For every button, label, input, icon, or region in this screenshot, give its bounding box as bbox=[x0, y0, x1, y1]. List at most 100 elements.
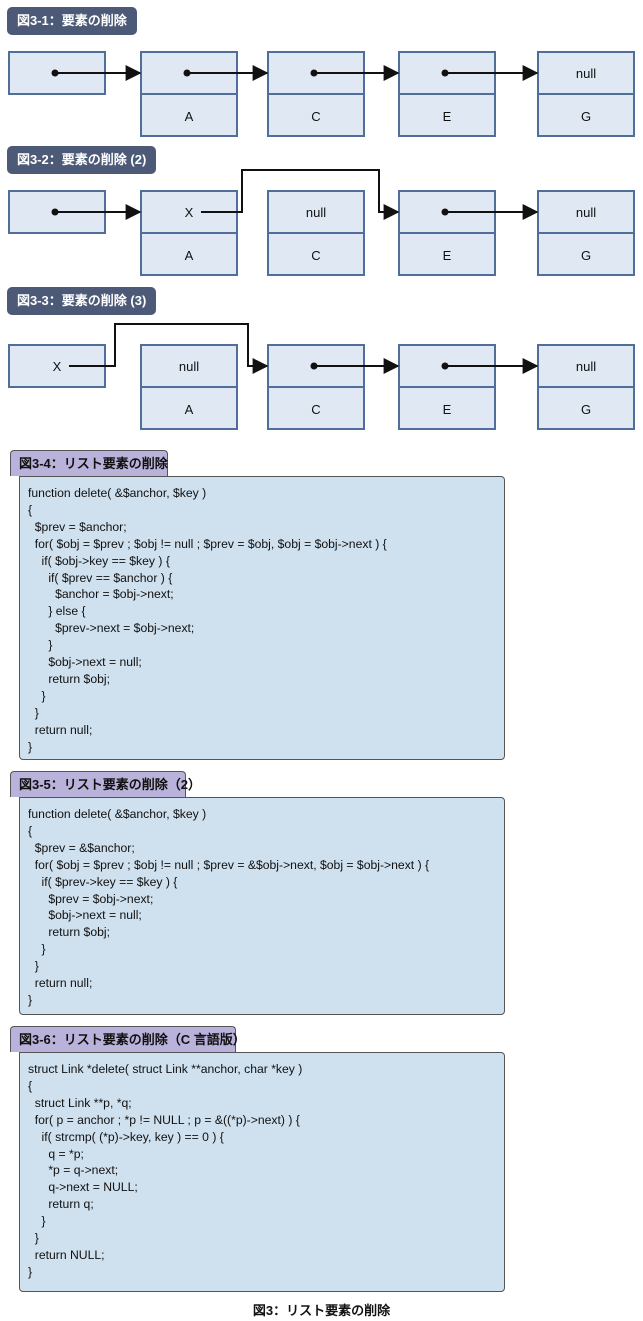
code-line: if( $obj->key == $key ) { bbox=[28, 553, 170, 568]
code-line: return NULL; bbox=[28, 1247, 105, 1262]
code-line: } bbox=[28, 705, 39, 720]
code-line: $prev = &$anchor; bbox=[28, 840, 135, 855]
node-next-label: null bbox=[576, 359, 596, 374]
pointer-dot bbox=[310, 69, 318, 77]
diagram-title: 図3-2：要素の削除 (2) bbox=[7, 146, 157, 174]
node-key-cell bbox=[398, 386, 496, 430]
node-key-cell bbox=[537, 93, 635, 137]
code-line: struct Link *delete( struct Link **ancho… bbox=[28, 1062, 303, 1076]
node-key-cell bbox=[140, 386, 238, 430]
code-line: } bbox=[28, 739, 33, 754]
node-key-cell bbox=[267, 386, 365, 430]
code-line: if( $prev == $anchor ) { bbox=[28, 570, 173, 585]
code-line: } bbox=[28, 942, 46, 957]
node-key-label: G bbox=[581, 109, 591, 124]
code-line: return null; bbox=[28, 722, 93, 737]
code-line: { bbox=[28, 502, 33, 517]
code-block: function delete( &$anchor, $key ) { $prev… bbox=[19, 476, 505, 760]
node-next-label: null bbox=[576, 205, 596, 220]
pointer-dot bbox=[441, 362, 449, 370]
node-key-label: G bbox=[581, 248, 591, 263]
node-key-label: E bbox=[443, 402, 452, 417]
list-node: C bbox=[267, 344, 365, 430]
node-next-label: null bbox=[576, 66, 596, 81]
diagram-title: 図3-3：要素の削除 (3) bbox=[7, 287, 157, 315]
node-next-cell bbox=[267, 190, 365, 234]
code-line: } bbox=[28, 992, 33, 1007]
node-next-label: null bbox=[179, 359, 199, 374]
code-line: } bbox=[28, 1231, 39, 1246]
node-key-label: A bbox=[185, 109, 194, 124]
pointer-dot bbox=[51, 208, 59, 216]
code-line: function delete( &$anchor, $key ) bbox=[28, 807, 207, 821]
node-key-cell bbox=[267, 93, 365, 137]
code-line: } bbox=[28, 1214, 46, 1229]
list-node: X bbox=[8, 344, 106, 388]
node-next-label: X bbox=[185, 205, 194, 220]
code-line: $anchor = $obj->next; bbox=[28, 587, 174, 602]
diagram-title: 図3-1：要素の削除 bbox=[7, 7, 137, 35]
code-block-title: 図3-6：リスト要素の削除（C 言語版） bbox=[10, 1026, 246, 1052]
pointer-dot bbox=[183, 69, 191, 77]
node-key-label: C bbox=[311, 248, 320, 263]
code-line: $obj->next = null; bbox=[28, 908, 142, 923]
node-key-cell bbox=[140, 93, 238, 137]
pointer-dot bbox=[51, 69, 59, 77]
code-line: return null; bbox=[28, 976, 93, 991]
pointer-dot bbox=[441, 208, 449, 216]
code-line: } bbox=[28, 959, 39, 974]
code-line: *p = q->next; bbox=[28, 1163, 119, 1178]
code-line: } bbox=[28, 688, 46, 703]
list-node: E bbox=[398, 190, 496, 276]
code-line: } bbox=[28, 638, 53, 653]
node-key-label: A bbox=[185, 248, 194, 263]
code-block-title: 図3-5：リスト要素の削除（2） bbox=[10, 771, 201, 797]
code-line: if( strcmp( (*p)->key, key ) == 0 ) { bbox=[28, 1129, 224, 1144]
code-line: } bbox=[28, 1264, 33, 1279]
node-next-label: null bbox=[306, 205, 326, 220]
code-line: q->next = NULL; bbox=[28, 1180, 138, 1195]
code-block: struct Link *delete( struct Link **ancho… bbox=[19, 1052, 505, 1292]
code-line: return $obj; bbox=[28, 671, 110, 686]
code-line: struct Link **p, *q; bbox=[28, 1095, 132, 1110]
code-line: return $obj; bbox=[28, 925, 110, 940]
code-line: if( $prev->key == $key ) { bbox=[28, 874, 178, 889]
list-node: C bbox=[267, 51, 365, 137]
code-line: function delete( &$anchor, $key ) bbox=[28, 486, 207, 500]
node-key-cell bbox=[398, 232, 496, 276]
figure-caption: 図3：リスト要素の削除 bbox=[252, 1303, 391, 1318]
list-node: A bbox=[140, 51, 238, 137]
node-key-cell bbox=[398, 93, 496, 137]
code-line: for( p = anchor ; *p != NULL ; p = &((*p… bbox=[28, 1112, 300, 1127]
pointer-arrow bbox=[201, 169, 400, 220]
code-line: q = *p; bbox=[28, 1146, 84, 1161]
node-next-cell bbox=[537, 344, 635, 388]
node-key-label: C bbox=[311, 402, 320, 417]
code-block: function delete( &$anchor, $key ){ $prev… bbox=[19, 797, 505, 1015]
node-key-label: A bbox=[185, 402, 194, 417]
node-key-label: E bbox=[443, 248, 452, 263]
node-key-cell bbox=[140, 232, 238, 276]
node-key-label: C bbox=[311, 109, 320, 124]
list-node: AX bbox=[140, 190, 238, 276]
node-key-cell bbox=[537, 386, 635, 430]
node-key-cell bbox=[267, 232, 365, 276]
node-key-label: G bbox=[581, 402, 591, 417]
code-line: $prev = $obj->next; bbox=[28, 891, 154, 906]
pointer-arrow bbox=[69, 323, 269, 374]
code-line: { bbox=[28, 1078, 33, 1093]
code-line: } else { bbox=[28, 604, 86, 619]
list-node: E bbox=[398, 51, 496, 137]
code-line: return q; bbox=[28, 1197, 94, 1212]
code-line: $prev->next = $obj->next; bbox=[28, 621, 195, 636]
pointer-dot bbox=[310, 362, 318, 370]
code-line: for( $obj = $prev ; $obj != null ; $prev… bbox=[28, 857, 430, 872]
node-key-cell bbox=[537, 232, 635, 276]
node-next-label: X bbox=[53, 359, 62, 374]
